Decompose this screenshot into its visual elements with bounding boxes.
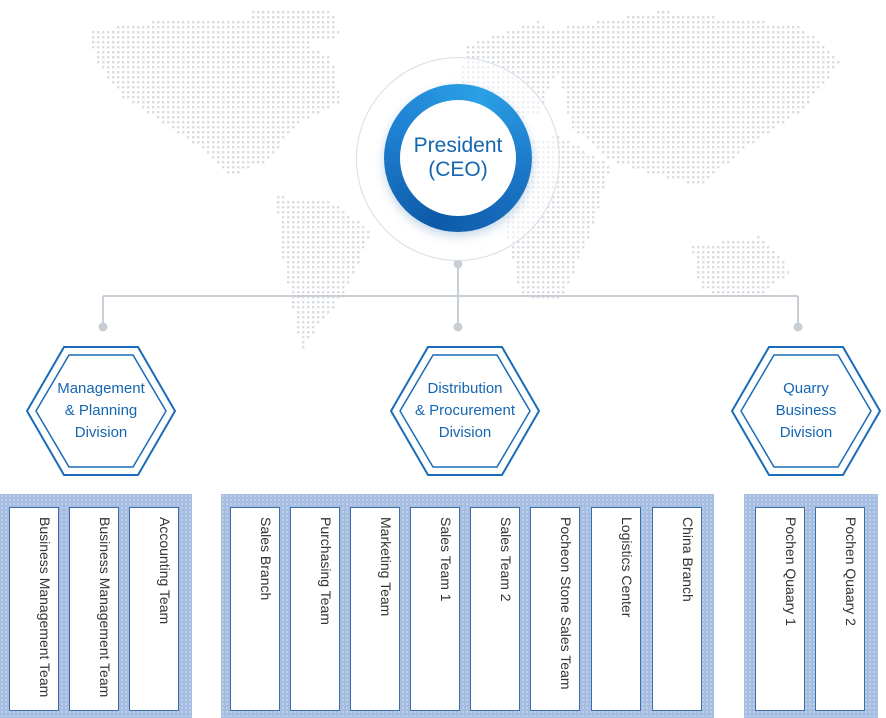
world-map-background: [92, 11, 840, 349]
team-card: Sales Team 2: [470, 507, 520, 711]
division-management-planning: Management & Planning Division: [26, 346, 176, 476]
team-card: China Branch: [652, 507, 702, 711]
team-name: Accounting Team: [157, 517, 173, 625]
team-name: China Branch: [680, 517, 696, 602]
team-name: Pochen Quaary 2: [843, 517, 859, 626]
ceo-subtitle: (CEO): [428, 158, 488, 181]
team-name: Marketing Team: [378, 517, 394, 617]
division-label-line: & Procurement: [414, 402, 516, 419]
team-name: Business Management Team: [37, 517, 53, 698]
ceo-title: President: [413, 134, 503, 157]
team-card: Business Management Team: [69, 507, 119, 711]
ceo-label: President (CEO): [400, 100, 516, 216]
team-card: Business Management Team: [9, 507, 59, 711]
team-card: Marketing Team: [350, 507, 400, 711]
team-name: Pocheon Stone Sales Team: [558, 517, 574, 690]
division-label-line: Division: [779, 424, 833, 441]
division-label-line: & Planning: [64, 402, 138, 419]
team-card: Pochen Quaary 2: [815, 507, 865, 711]
team-card: Accounting Team: [129, 507, 179, 711]
division-distribution-procurement: Distribution & Procurement Division: [390, 346, 540, 476]
teams-panel-distribution: Sales Branch Purchasing Team Marketing T…: [221, 494, 714, 718]
division-label-line: Division: [438, 424, 492, 441]
team-name: Purchasing Team: [318, 517, 334, 625]
team-name: Sales Team 1: [438, 517, 454, 602]
division-label-line: Distribution: [427, 380, 503, 397]
division-label-line: Division: [74, 424, 128, 441]
team-card: Purchasing Team: [290, 507, 340, 711]
teams-panel-management: Business Management Team Business Manage…: [0, 494, 192, 718]
team-name: Logistics Center: [619, 517, 635, 618]
team-card: Pochen Quaary 1: [755, 507, 805, 711]
team-name: Sales Team 2: [498, 517, 514, 602]
team-card: Sales Branch: [230, 507, 280, 711]
team-name: Sales Branch: [258, 517, 274, 601]
team-name: Pochen Quaary 1: [783, 517, 799, 626]
ceo-node: President (CEO): [384, 84, 532, 232]
team-card: Logistics Center: [591, 507, 641, 711]
team-card: Pocheon Stone Sales Team: [530, 507, 580, 711]
team-card: Sales Team 1: [410, 507, 460, 711]
division-label-line: Business: [775, 402, 837, 419]
division-label-line: Management: [57, 380, 145, 397]
teams-panel-quarry: Pochen Quaary 1 Pochen Quaary 2: [744, 494, 878, 718]
division-label-line: Quarry: [783, 380, 829, 397]
team-name: Business Management Team: [97, 517, 113, 698]
division-quarry-business: Quarry Business Division: [731, 346, 881, 476]
org-connector-lines: [98, 259, 803, 332]
